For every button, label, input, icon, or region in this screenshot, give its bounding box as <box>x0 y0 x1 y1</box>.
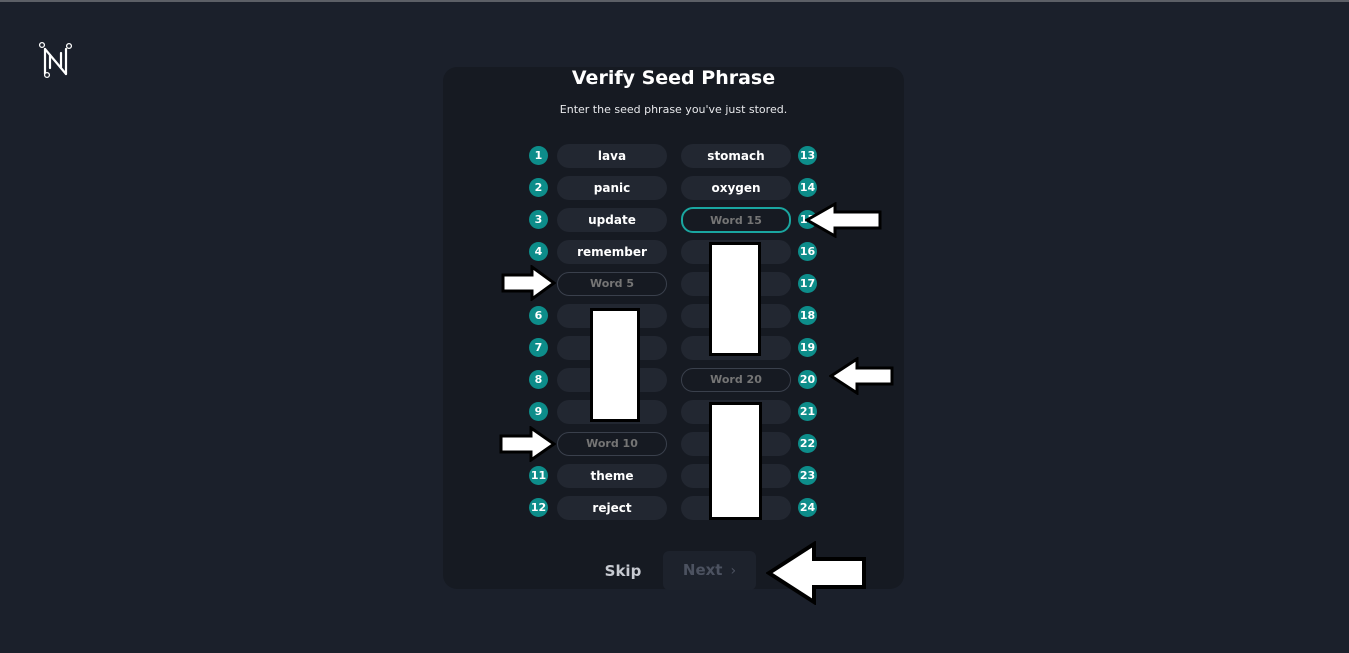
word-number-badge: 9 <box>529 402 548 421</box>
word-number-badge: 7 <box>529 338 548 357</box>
word-number-badge: 1 <box>529 146 548 165</box>
next-button[interactable]: Next › <box>663 551 756 590</box>
word-number-badge: 14 <box>798 178 817 197</box>
word-number-badge: 6 <box>529 306 548 325</box>
word-number-badge: 12 <box>529 498 548 517</box>
redaction-block <box>709 242 761 356</box>
seed-word-field[interactable]: theme <box>557 464 667 488</box>
seed-word-input-focused[interactable] <box>681 207 791 233</box>
seed-word-input[interactable] <box>557 272 667 296</box>
word-number-badge: 17 <box>798 274 817 293</box>
skip-button[interactable]: Skip <box>604 562 642 580</box>
chevron-right-icon: › <box>730 563 737 579</box>
seed-word-input[interactable] <box>681 368 791 392</box>
verify-seed-card: Verify Seed Phrase Enter the seed phrase… <box>443 67 904 590</box>
annotation-arrow-left-icon <box>805 202 882 238</box>
word-number-badge: 3 <box>529 210 548 229</box>
annotation-arrow-right-icon <box>499 426 556 462</box>
annotation-arrow-right-icon <box>501 265 556 301</box>
next-label: Next <box>682 561 723 579</box>
word-number-badge: 19 <box>798 338 817 357</box>
redaction-block <box>709 402 762 520</box>
word-number-badge: 13 <box>798 146 817 165</box>
seed-word-input[interactable] <box>557 432 667 456</box>
seed-word-field[interactable]: oxygen <box>681 176 791 200</box>
word-number-badge: 16 <box>798 242 817 261</box>
page-title: Verify Seed Phrase <box>571 67 776 89</box>
seed-word-field[interactable]: stomach <box>681 144 791 168</box>
word-number-badge: 24 <box>798 498 817 517</box>
seed-word-field[interactable]: panic <box>557 176 667 200</box>
seed-word-field[interactable]: update <box>557 208 667 232</box>
word-number-badge: 2 <box>529 178 548 197</box>
n-circuit-logo-icon <box>38 41 73 79</box>
word-number-badge: 20 <box>798 370 817 389</box>
page-subtitle: Enter the seed phrase you've just stored… <box>559 103 788 116</box>
seed-word-field[interactable]: reject <box>557 496 667 520</box>
word-number-badge: 22 <box>798 434 817 453</box>
word-number-badge: 4 <box>529 242 548 261</box>
word-number-badge: 11 <box>529 466 548 485</box>
word-number-badge: 21 <box>798 402 817 421</box>
seed-word-field[interactable]: lava <box>557 144 667 168</box>
annotation-arrow-left-icon <box>766 541 866 605</box>
redaction-block <box>590 308 640 422</box>
window-top-border <box>0 0 1349 2</box>
word-number-badge: 23 <box>798 466 817 485</box>
word-number-badge: 18 <box>798 306 817 325</box>
annotation-arrow-left-icon <box>829 357 894 395</box>
seed-word-field[interactable]: remember <box>557 240 667 264</box>
word-number-badge: 8 <box>529 370 548 389</box>
